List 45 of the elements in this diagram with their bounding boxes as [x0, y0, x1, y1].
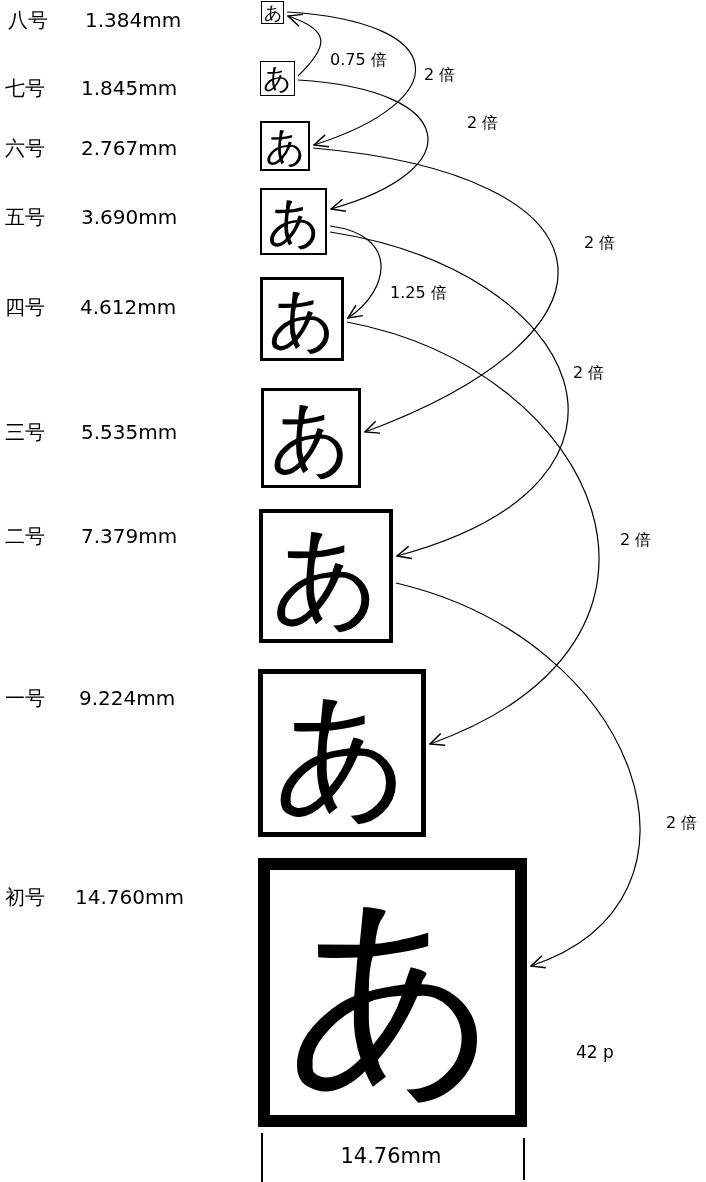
glyph-box: あ: [260, 188, 327, 255]
edge-label: 2 倍: [573, 363, 605, 383]
measurement-label: 5.535mm: [81, 420, 178, 444]
glyph-box: あ: [259, 509, 393, 643]
edge-label: 1.25 倍: [390, 283, 447, 303]
measurement-label: 2.767mm: [81, 136, 178, 160]
glyph-box: あ: [258, 669, 426, 837]
glyph-box: あ: [260, 277, 344, 361]
dimension-label: 14.76mm: [340, 1143, 442, 1169]
glyph-box: あ: [261, 388, 361, 488]
size-label: 初号: [5, 885, 45, 909]
size-label: 八号: [8, 8, 48, 32]
measurement-label: 3.690mm: [81, 205, 178, 229]
size-label: 三号: [5, 420, 45, 444]
measurement-label: 7.379mm: [81, 524, 178, 548]
glyph-box: あ: [260, 61, 295, 96]
point-size-label: 42 p: [576, 1043, 614, 1063]
edge-label: 2 倍: [666, 813, 698, 833]
curved-arrow: [286, 11, 416, 147]
size-label: 七号: [5, 76, 45, 100]
measurement-label: 1.384mm: [85, 8, 182, 32]
measurement-label: 14.760mm: [75, 885, 184, 909]
curved-arrow: [346, 321, 600, 745]
size-label: 五号: [5, 205, 45, 229]
glyph-box: あ: [260, 121, 310, 171]
measurement-label: 4.612mm: [80, 295, 177, 319]
edge-label: 2 倍: [620, 530, 652, 550]
curved-arrow: [287, 14, 322, 77]
measurement-label: 9.224mm: [79, 686, 176, 710]
size-label: 二号: [5, 524, 45, 548]
size-label: 四号: [5, 295, 45, 319]
curved-arrow: [297, 79, 428, 212]
measurement-label: 1.845mm: [81, 76, 178, 100]
edge-label: 2 倍: [467, 113, 499, 133]
edge-label: 0.75 倍: [330, 50, 387, 70]
edge-label: 2 倍: [584, 233, 616, 253]
glyph-box: あ: [261, 1, 284, 24]
curved-arrow: [312, 147, 558, 434]
curved-arrow: [395, 582, 640, 967]
edge-label: 2 倍: [424, 65, 456, 85]
curved-arrow: [329, 225, 382, 319]
size-label: 六号: [5, 136, 45, 160]
size-label: 一号: [5, 686, 45, 710]
glyph-box: あ: [258, 858, 527, 1127]
curved-arrow: [329, 231, 569, 559]
